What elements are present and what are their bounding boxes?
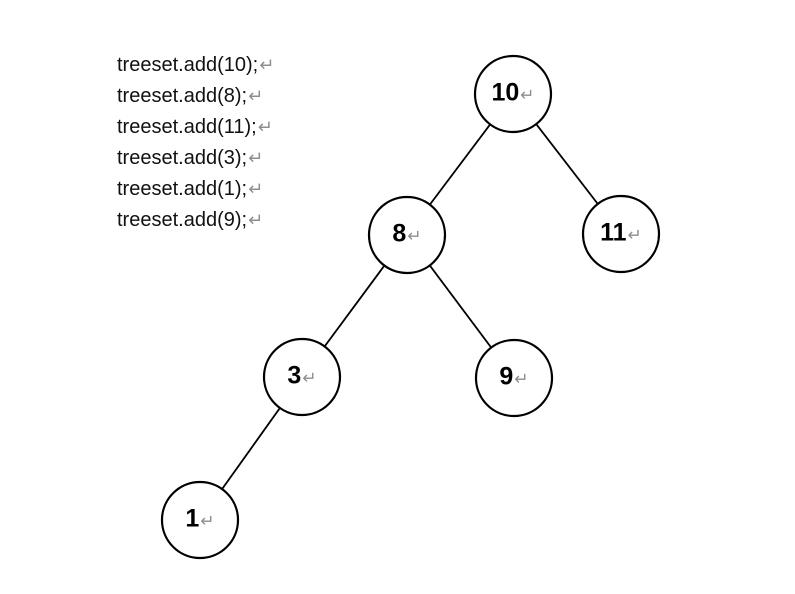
tree-node-value: 8 bbox=[392, 219, 407, 248]
tree-node-10 bbox=[473, 54, 553, 134]
paragraph-return-icon: ↵ bbox=[259, 55, 275, 76]
paragraph-return-icon: ↵ bbox=[520, 85, 535, 106]
paragraph-return-icon: ↵ bbox=[257, 117, 273, 138]
paragraph-return-icon: ↵ bbox=[200, 511, 215, 532]
tree-node-8 bbox=[367, 195, 447, 275]
tree-node-label-3: 3↵ bbox=[287, 361, 317, 390]
code-line-text: treeset.add(8); bbox=[117, 85, 248, 107]
code-line-text: treeset.add(3); bbox=[117, 147, 248, 169]
code-line: treeset.add(11);↵ bbox=[117, 112, 274, 143]
code-line-text: treeset.add(11); bbox=[117, 116, 257, 138]
tree-node-11 bbox=[581, 194, 661, 274]
tree-node-9 bbox=[474, 338, 554, 418]
paragraph-return-icon: ↵ bbox=[407, 226, 422, 247]
code-line-text: treeset.add(9); bbox=[117, 209, 248, 231]
tree-node-label-1: 1↵ bbox=[185, 504, 215, 533]
paragraph-return-icon: ↵ bbox=[248, 179, 264, 200]
code-line: treeset.add(8);↵ bbox=[117, 81, 274, 112]
paragraph-return-icon: ↵ bbox=[514, 369, 529, 390]
paragraph-return-icon: ↵ bbox=[248, 86, 264, 107]
tree-node-value: 1 bbox=[185, 504, 200, 533]
code-block: treeset.add(10);↵ treeset.add(8);↵ trees… bbox=[117, 50, 274, 236]
code-line-text: treeset.add(10); bbox=[117, 54, 259, 76]
tree-node-value: 10 bbox=[491, 78, 520, 107]
code-line: treeset.add(1);↵ bbox=[117, 174, 274, 205]
tree-node-value: 11 bbox=[600, 218, 627, 247]
tree-node-value: 9 bbox=[499, 362, 514, 391]
paragraph-return-icon: ↵ bbox=[248, 210, 264, 231]
code-line: treeset.add(3);↵ bbox=[117, 143, 274, 174]
tree-node-value: 3 bbox=[287, 361, 302, 390]
code-line: treeset.add(9);↵ bbox=[117, 205, 274, 236]
code-line: treeset.add(10);↵ bbox=[117, 50, 274, 81]
tree-node-label-8: 8↵ bbox=[392, 219, 422, 248]
paragraph-return-icon: ↵ bbox=[302, 368, 317, 389]
tree-node-1 bbox=[160, 480, 240, 560]
tree-node-3 bbox=[262, 337, 342, 417]
tree-node-label-11: 11↵ bbox=[600, 218, 642, 247]
tree-node-label-10: 10↵ bbox=[491, 78, 535, 107]
paragraph-return-icon: ↵ bbox=[627, 225, 642, 246]
tree-node-label-9: 9↵ bbox=[499, 362, 529, 391]
paragraph-return-icon: ↵ bbox=[248, 148, 264, 169]
code-line-text: treeset.add(1); bbox=[117, 178, 248, 200]
